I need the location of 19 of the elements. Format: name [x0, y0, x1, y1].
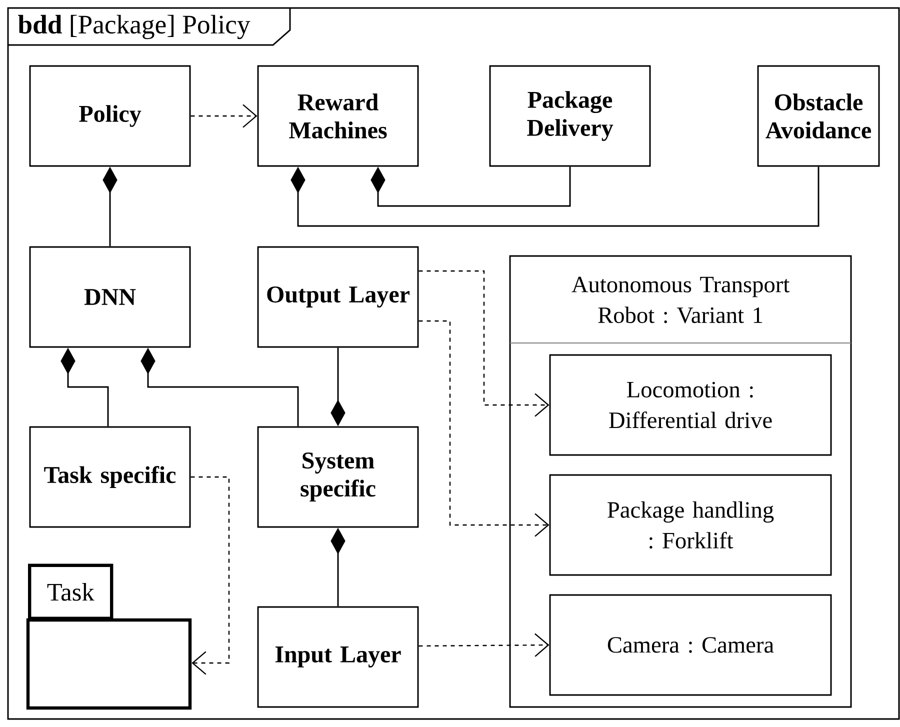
dependency-arrow [190, 104, 258, 128]
block-box: Policy [29, 65, 191, 167]
part-box: Camera : Camera [549, 594, 832, 696]
block-box: Package Delivery [489, 65, 651, 167]
part-box: Package handling : Forklift [549, 474, 832, 576]
block-box: DNN [29, 246, 191, 348]
composition-line [290, 166, 820, 227]
dependency-arrow [418, 320, 550, 537]
dependency-arrow [190, 476, 230, 675]
block-box: Input Layer [257, 606, 419, 708]
block-box: Task specific [29, 426, 191, 528]
block-box: System specific [257, 426, 419, 528]
block-box: Output Layer [257, 246, 419, 348]
dependency-arrow [418, 270, 550, 417]
part-box: Locomotion : Differential drive [549, 354, 832, 456]
block-box: Reward Machines [257, 65, 419, 167]
dependency-arrow [418, 633, 550, 657]
block-box: Obstacle Avoidance [757, 65, 880, 167]
composition-line [370, 166, 571, 207]
